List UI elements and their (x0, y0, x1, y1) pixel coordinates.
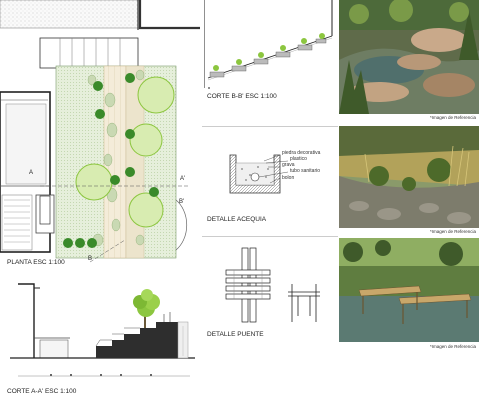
acequia-callout-1: piedra decorativa (282, 150, 321, 156)
plan-marker-a-prime: A' (180, 176, 186, 182)
acequia-callout-4: tubo sanitario (290, 168, 321, 174)
plan-marker-b-prime: B' (179, 199, 185, 205)
acequia-callout-5: bolon (282, 175, 295, 181)
reference-caption-1: *Imagen de Referencia (430, 115, 477, 120)
acequia-detail-drawing (229, 154, 289, 194)
puente-detail-drawing (225, 247, 320, 323)
corte-aa-label: CORTE A-A' ESC 1:100 (7, 388, 77, 395)
planta-label: PLANTA ESC 1:100 (7, 259, 65, 266)
plan-marker-b: B (88, 256, 93, 262)
acequia-callout-3: grava (282, 162, 295, 168)
reference-photo-pond (339, 0, 479, 114)
reference-photo-bridge (339, 238, 479, 342)
plan-trees (75, 76, 175, 228)
detalle-puente-label: DETALLE PUENTE (207, 331, 264, 338)
section-aa-drawing (10, 283, 195, 377)
detalle-acequia-label: DETALLE ACEQUIA (207, 216, 267, 223)
reference-photo-rock-garden (339, 126, 479, 228)
acequia-callout-2: plastico (290, 156, 307, 162)
divider-mid-2 (202, 236, 338, 237)
site-plan-drawing (0, 0, 200, 263)
reference-caption-3: *Imagen de Referencia (430, 344, 477, 349)
plan-marker-a: A (29, 170, 34, 176)
section-bb-drawing (204, 0, 333, 89)
divider-mid-1 (202, 126, 338, 127)
corte-bb-label: CORTE B-B' ESC 1:100 (207, 93, 277, 100)
reference-caption-2: *Imagen de Referencia (430, 229, 477, 234)
